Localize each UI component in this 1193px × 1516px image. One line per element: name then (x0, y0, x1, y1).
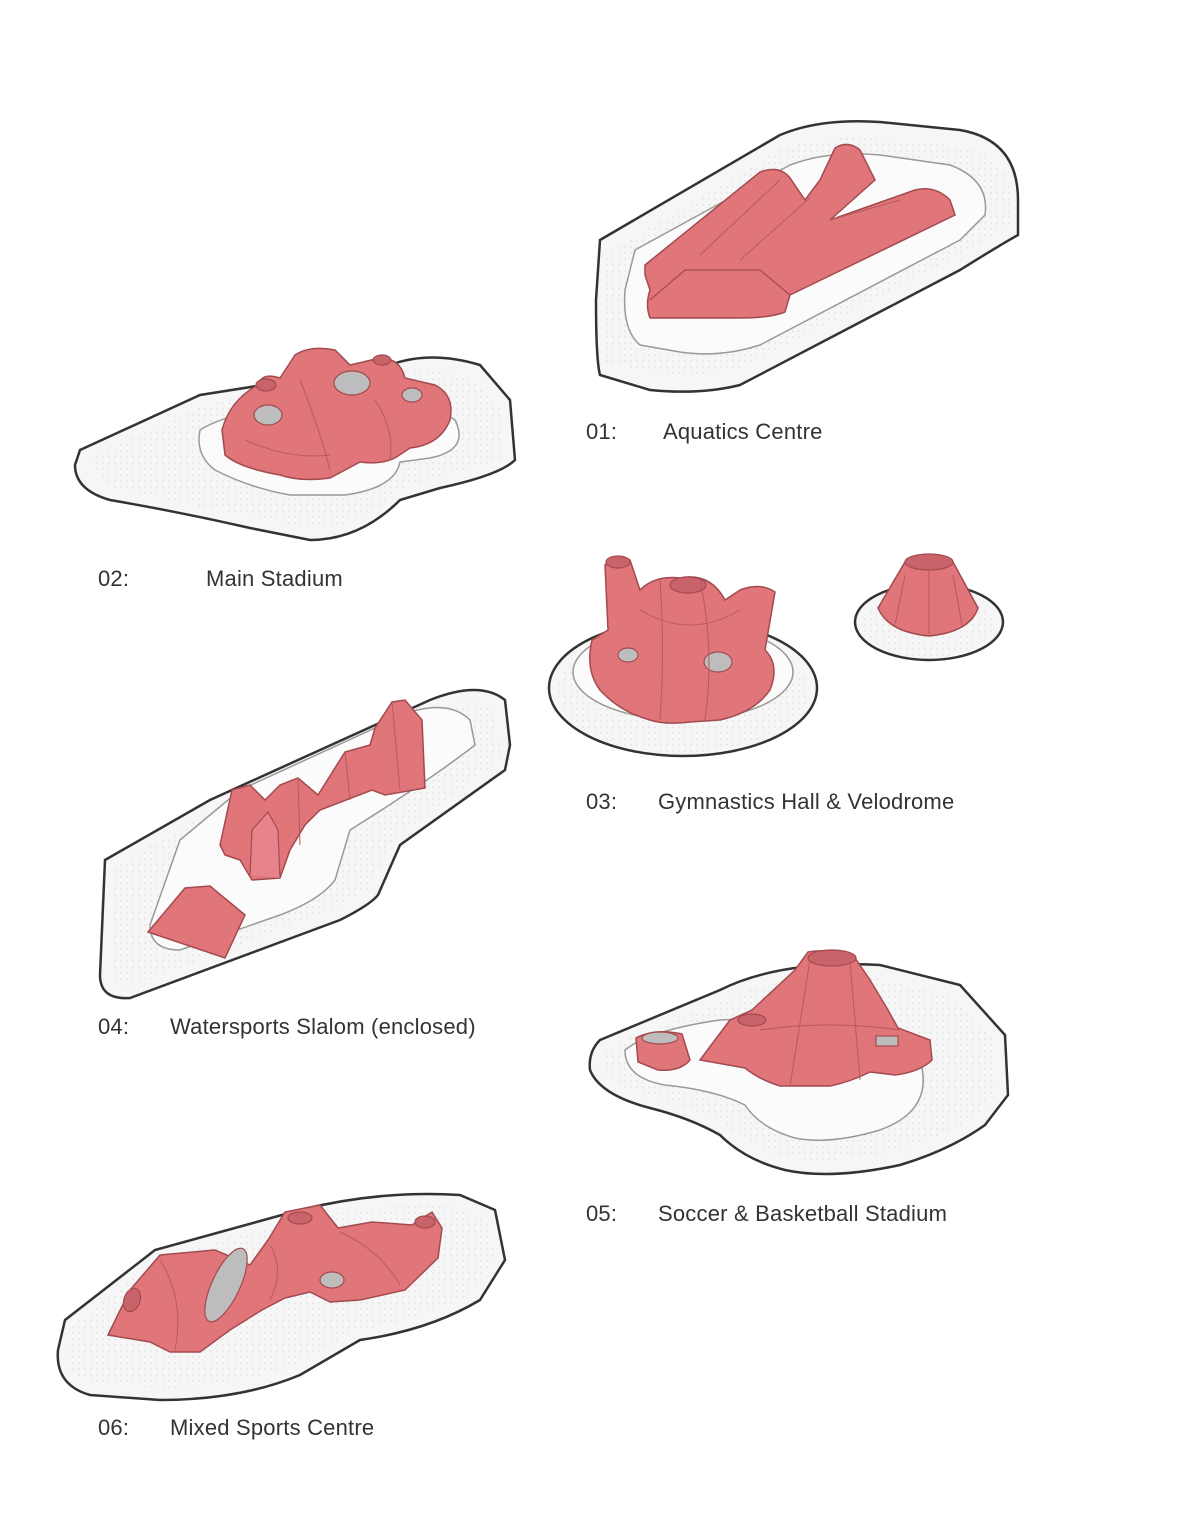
venue-title: Main Stadium (206, 566, 343, 591)
venue-title: Watersports Slalom (enclosed) (170, 1014, 476, 1039)
roof-opening (641, 1031, 679, 1045)
roof-opening (617, 647, 639, 663)
roof-opening (703, 651, 733, 673)
roof-opening (401, 387, 423, 403)
building-massing (589, 556, 776, 724)
roof-opening (333, 370, 371, 396)
venue-number: 05: (586, 1201, 618, 1226)
venue-number: 06: (98, 1415, 130, 1440)
mixed-sports-centre-model (56, 1192, 507, 1402)
gymnastics-hall-model (547, 555, 819, 758)
venue-number: 03: (586, 789, 618, 814)
roof-opening (204, 1247, 248, 1323)
roof-opening (319, 1271, 345, 1289)
venue-number: 04: (98, 1014, 130, 1039)
venue-number: 02: (98, 566, 130, 591)
venue-title: Gymnastics Hall & Velodrome (658, 789, 955, 814)
venue-title: Aquatics Centre (663, 419, 823, 444)
watersports-slalom-model (98, 688, 512, 1000)
building-massing (146, 885, 246, 959)
venue-number: 01: (586, 419, 618, 444)
roof-opening (875, 1035, 899, 1047)
venue-title: Mixed Sports Centre (170, 1415, 375, 1440)
velodrome-model (853, 553, 1005, 662)
roof-opening (253, 404, 283, 426)
venue-title: Soccer & Basketball Stadium (658, 1201, 948, 1226)
building-massing (644, 143, 956, 319)
main-stadium-model (73, 347, 517, 542)
aquatics-centre-model (594, 119, 1020, 393)
building-massing (221, 347, 452, 481)
soccer-basketball-stadium-model (588, 949, 1010, 1176)
